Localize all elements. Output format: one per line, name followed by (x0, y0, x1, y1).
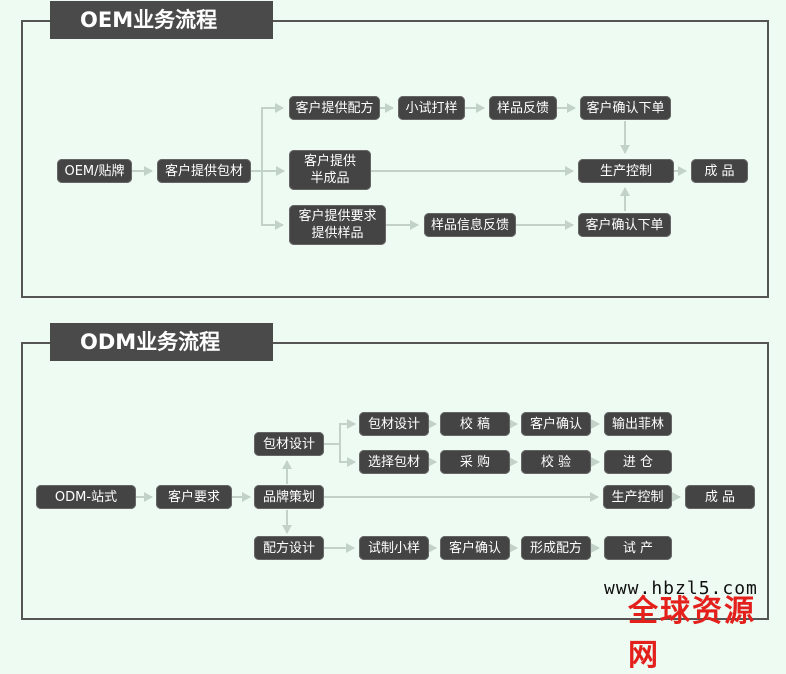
node-semi-finished-line-2: 半成品 (310, 171, 350, 186)
node-semi-finished: 客户提供 半成品 (289, 150, 371, 190)
node-pack-design-2: 包材设计 (359, 412, 429, 436)
node-brand-planning: 品牌策划 (254, 485, 324, 509)
odm-section-title: ODM业务流程 (50, 323, 273, 361)
node-requirements-line-2: 提供样品 (311, 226, 364, 241)
node-production: 生产控制 (578, 159, 674, 183)
node-output-film: 输出菲林 (604, 412, 672, 436)
node-choose-pack: 选择包材 (359, 450, 429, 474)
odm-frame (21, 342, 769, 620)
node-semi-finished-line-1: 客户提供 (303, 154, 356, 169)
node-requirements-line-1: 客户提供要求 (298, 209, 377, 224)
node-purchase: 采 购 (440, 450, 510, 474)
oem-frame (21, 20, 769, 298)
node-packaging: 客户提供包材 (157, 159, 251, 183)
node-trial: 小试打样 (398, 96, 465, 120)
node-sample-feedback: 样品反馈 (489, 96, 557, 120)
node-confirm-2: 客户确认下单 (578, 213, 671, 237)
node-form-formula: 形成配方 (521, 536, 591, 560)
node-product: 成 品 (691, 159, 748, 183)
node-confirm-1: 客户确认下单 (580, 96, 671, 120)
node-formula-design: 配方设计 (254, 536, 324, 560)
node-proofread: 校 稿 (440, 412, 510, 436)
watermark-name: 全球资源网 (628, 594, 756, 673)
node-odm-product: 成 品 (685, 485, 755, 509)
node-odm-label: ODM-站式 (36, 485, 136, 509)
node-customer-confirm: 客户确认 (521, 412, 591, 436)
flow-arrows (132, 103, 687, 553)
oem-section-title: OEM业务流程 (50, 1, 273, 39)
node-requirement: 客户要求 (156, 485, 232, 509)
node-requirements: 客户提供要求 提供样品 (289, 205, 386, 245)
node-oem-label: OEM/贴牌 (57, 159, 132, 183)
node-odm-production: 生产控制 (603, 485, 672, 509)
node-formula: 客户提供配方 (289, 96, 380, 120)
node-trial-small: 试制小样 (359, 536, 429, 560)
node-inspect: 校 验 (521, 450, 591, 474)
node-trial-production: 试 产 (604, 536, 672, 560)
node-customer-confirm-2: 客户确认 (440, 536, 510, 560)
node-warehouse: 进 仓 (604, 450, 672, 474)
watermark-url: www.hbzl5.com (604, 578, 758, 599)
node-info-feedback: 样品信息反馈 (424, 213, 516, 237)
node-pack-design: 包材设计 (254, 432, 324, 456)
